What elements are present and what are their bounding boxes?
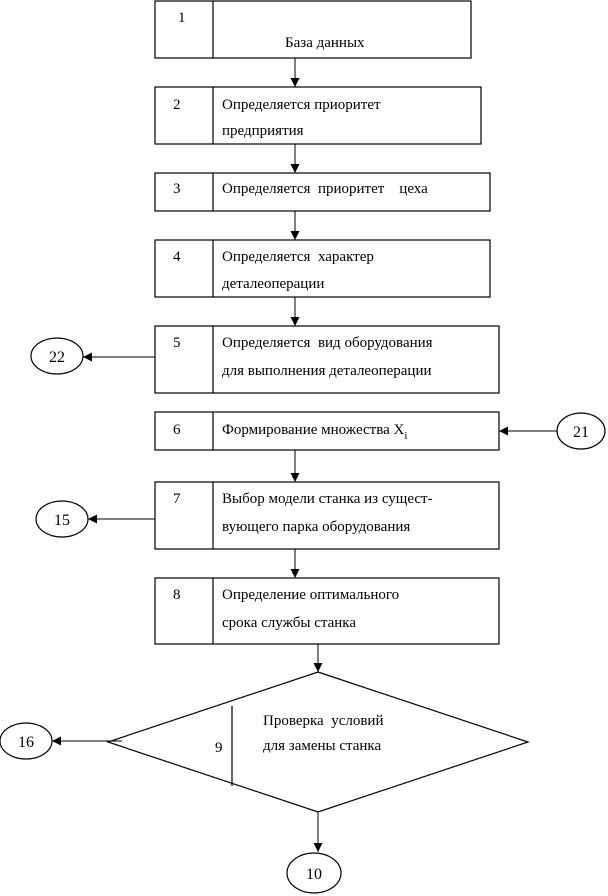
connector-16: 16 — [0, 722, 53, 760]
connector-10: 10 — [286, 852, 342, 894]
block-8-frame — [154, 577, 500, 645]
block-3: 3 Определяется приоритет цеха — [154, 172, 491, 212]
block-6-label-text: Формирование множества X — [222, 422, 404, 438]
block-8-label-line-2: срока службы станка — [222, 615, 356, 631]
connector-22: 22 — [30, 337, 84, 375]
block-6-label-subscript: i — [404, 430, 407, 442]
block-3-label: Определяется приоритет цеха — [222, 181, 428, 197]
block-5-label-line-1: Определяется вид оборудования — [222, 335, 433, 351]
block-7: 7 Выбор модели станка из сущест- вующего… — [154, 481, 500, 550]
block-8: 8 Определение оптимального срока службы … — [154, 577, 500, 645]
block-4: 4 Определяется характер деталеоперации — [154, 239, 491, 298]
block-5-number: 5 — [173, 335, 181, 351]
block-4-label-line-1: Определяется характер — [222, 249, 374, 265]
connector-15-circle — [35, 500, 89, 538]
connector-21-circle — [556, 412, 606, 450]
block-1-frame — [154, 0, 472, 59]
block-2-label-line-2: предприятия — [222, 123, 304, 139]
block-6-number: 6 — [173, 422, 181, 438]
block-7-label-line-2: вующего парка оборудования — [222, 519, 410, 535]
connector-21-label: 21 — [573, 424, 589, 441]
block-7-number: 7 — [173, 491, 181, 507]
block-7-frame — [154, 481, 500, 550]
block-1: 1 База данных — [154, 0, 472, 59]
block-5: 5 Определяется вид оборудования для выпо… — [154, 325, 500, 394]
block-6: 6 Формирование множества Xi — [154, 411, 500, 451]
connector-15-label: 15 — [54, 512, 70, 529]
connector-15: 15 — [35, 500, 89, 538]
block-4-label-line-2: деталеоперации — [222, 276, 324, 292]
block-3-number: 3 — [173, 181, 181, 197]
block-1-label: База данных — [285, 35, 365, 51]
decision-9-number: 9 — [215, 740, 223, 756]
connector-16-circle — [0, 722, 53, 760]
block-2-frame — [154, 86, 482, 145]
connector-21: 21 — [556, 412, 606, 450]
block-4-number: 4 — [173, 249, 181, 265]
connector-10-circle — [286, 852, 342, 894]
block-6-label: Формирование множества Xi — [222, 422, 407, 442]
block-1-number: 1 — [178, 10, 186, 26]
block-2: 2 Определяется приоритет предприятия — [154, 86, 482, 145]
block-5-label-line-2: для выполнения деталеоперации — [222, 363, 432, 379]
block-4-frame — [154, 239, 491, 298]
block-8-label-line-1: Определение оптимального — [222, 587, 399, 603]
block-5-frame — [154, 325, 500, 394]
decision-9: 9 Проверка условий для замены станка — [106, 671, 530, 813]
connector-22-circle — [30, 337, 84, 375]
connector-10-label: 10 — [306, 866, 322, 883]
decision-9-label-line-2: для замены станка — [263, 738, 381, 754]
block-2-number: 2 — [173, 97, 181, 113]
connector-16-label: 16 — [18, 734, 34, 751]
block-8-number: 8 — [173, 587, 181, 603]
connector-22-label: 22 — [49, 349, 65, 366]
block-3-frame — [154, 172, 491, 212]
block-2-label-line-1: Определяется приоритет — [222, 97, 381, 113]
block-6-frame — [154, 411, 500, 451]
decision-9-label-line-1: Проверка условий — [263, 713, 383, 729]
block-7-label-line-1: Выбор модели станка из сущест- — [222, 491, 433, 507]
